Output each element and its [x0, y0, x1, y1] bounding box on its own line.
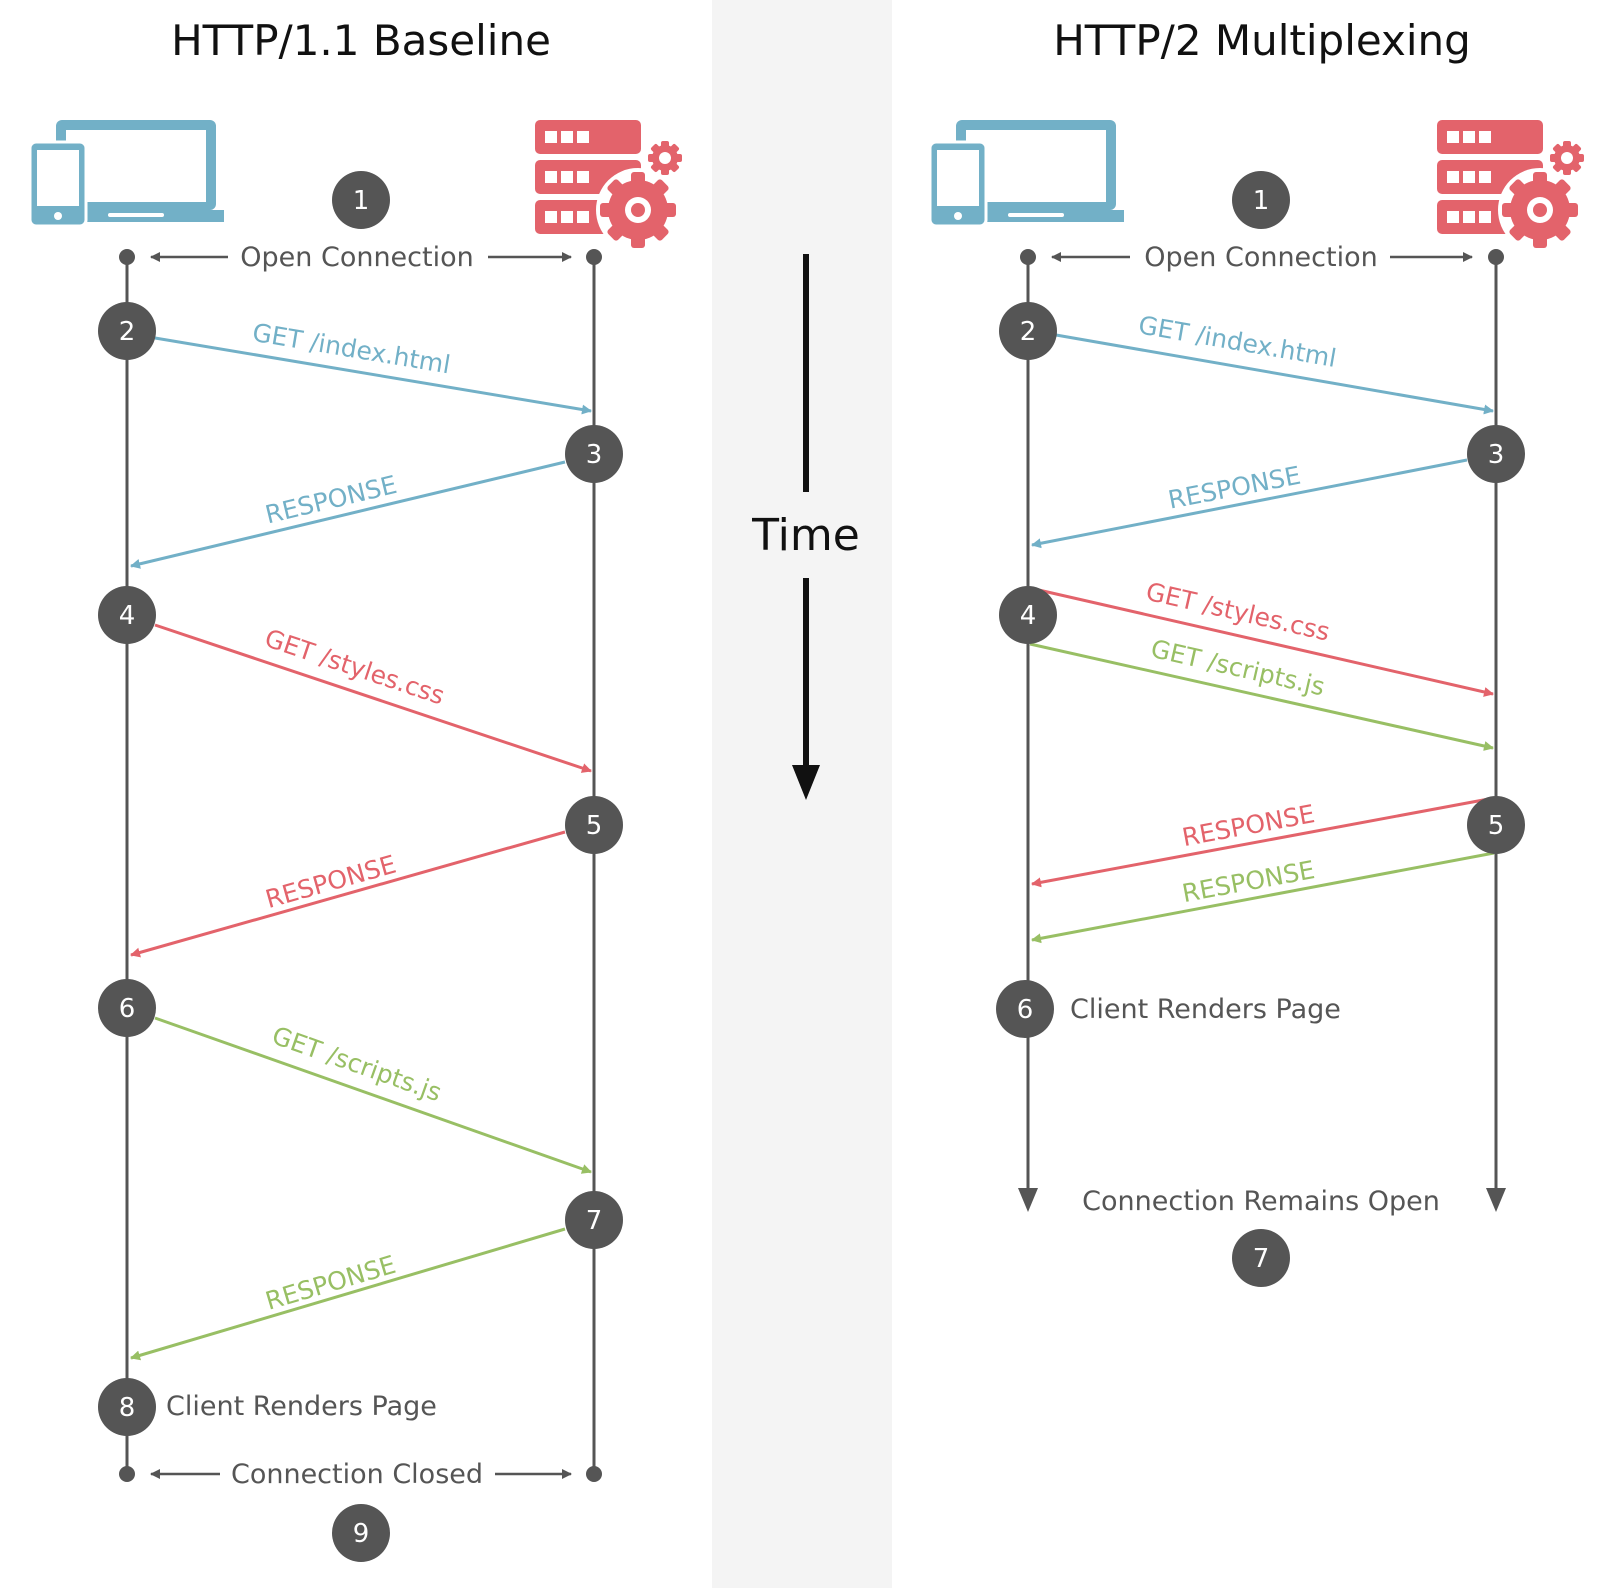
- step-badge: 4: [98, 586, 156, 644]
- step-badge: 5: [1467, 796, 1525, 854]
- devices-icon: [928, 118, 1126, 228]
- message-arrow: [154, 1016, 592, 1174]
- message-label: GET /scripts.js: [268, 1021, 445, 1108]
- message-arrow: [130, 830, 566, 958]
- svg-text:4: 4: [119, 601, 136, 631]
- message-arrow: [130, 1227, 566, 1361]
- svg-text:3: 3: [586, 440, 603, 470]
- message-arrow: [1029, 586, 1494, 697]
- svg-text:7: 7: [1253, 1244, 1270, 1274]
- message-arrow: [1031, 796, 1495, 888]
- server-gear-icon: [535, 120, 683, 248]
- message-arrow: [130, 460, 566, 569]
- server-close-dot: [586, 1466, 602, 1482]
- time-label: Time: [751, 510, 860, 561]
- panel-title: HTTP/1.1 Baseline: [171, 16, 551, 65]
- message-arrow: [1031, 458, 1468, 549]
- svg-text:9: 9: [353, 1519, 370, 1549]
- client-renders-label: Client Renders Page: [1070, 994, 1341, 1025]
- svg-text:2: 2: [1020, 317, 1037, 347]
- panel-title: HTTP/2 Multiplexing: [1053, 16, 1471, 65]
- step-badge: 2: [98, 302, 156, 360]
- step-badge: 2: [999, 302, 1057, 360]
- message-label: RESPONSE: [262, 850, 399, 914]
- time-axis: Time: [751, 254, 860, 800]
- open-connection-label: Open Connection: [1144, 242, 1377, 273]
- message-label: GET /styles.css: [261, 623, 448, 710]
- time-arrowhead: [792, 765, 820, 800]
- step-badge: 1: [332, 171, 390, 229]
- svg-text:8: 8: [119, 1393, 136, 1423]
- open-connection-label: Open Connection: [240, 242, 473, 273]
- step-badge: 6: [996, 980, 1054, 1038]
- message-arrow: [154, 623, 592, 773]
- svg-text:3: 3: [1488, 440, 1505, 470]
- server-lifeline-arrowhead: [1486, 1188, 1506, 1212]
- client-open-dot: [119, 249, 135, 265]
- svg-text:5: 5: [586, 811, 603, 841]
- client-open-dot: [1020, 249, 1036, 265]
- client-close-dot: [119, 1466, 135, 1482]
- step-badge: 7: [1232, 1229, 1290, 1287]
- message-label: RESPONSE: [262, 470, 399, 530]
- server-gear-icon: [1437, 120, 1585, 248]
- message-label: GET /index.html: [1136, 310, 1338, 373]
- step-badge: 6: [98, 979, 156, 1037]
- step-badge: 3: [565, 425, 623, 483]
- step-badge: 8: [98, 1378, 156, 1436]
- step-badge: 7: [565, 1191, 623, 1249]
- devices-icon: [28, 118, 226, 228]
- server-open-dot: [1488, 249, 1504, 265]
- message-arrow: [1055, 333, 1494, 415]
- step-badge: 3: [1467, 425, 1525, 483]
- server-open-dot: [586, 249, 602, 265]
- svg-text:4: 4: [1020, 601, 1037, 631]
- step-badge: 9: [332, 1504, 390, 1562]
- svg-text:6: 6: [1017, 995, 1034, 1025]
- message-arrow: [154, 336, 592, 415]
- message-arrow: [1029, 642, 1494, 751]
- message-label: RESPONSE: [262, 1250, 399, 1316]
- svg-text:1: 1: [1253, 186, 1270, 216]
- panel-http2: HTTP/2 Multiplexing Open Connection GET …: [928, 16, 1585, 1287]
- svg-text:7: 7: [586, 1206, 603, 1236]
- step-badge: 4: [999, 586, 1057, 644]
- svg-text:5: 5: [1488, 811, 1505, 841]
- message-arrow: [1031, 851, 1495, 944]
- client-renders-label: Client Renders Page: [166, 1391, 437, 1422]
- step-badge: 1: [1232, 171, 1290, 229]
- svg-text:6: 6: [119, 994, 136, 1024]
- time-band: [712, 0, 892, 1588]
- svg-text:1: 1: [353, 186, 370, 216]
- connection-remains-open-label: Connection Remains Open: [1082, 1186, 1440, 1217]
- connection-closed-label: Connection Closed: [231, 1459, 483, 1490]
- step-badge: 5: [565, 796, 623, 854]
- panel-http11: HTTP/1.1 Baseline Open Connection GET /i…: [28, 16, 683, 1562]
- client-lifeline-arrowhead: [1018, 1188, 1038, 1212]
- svg-text:2: 2: [119, 317, 136, 347]
